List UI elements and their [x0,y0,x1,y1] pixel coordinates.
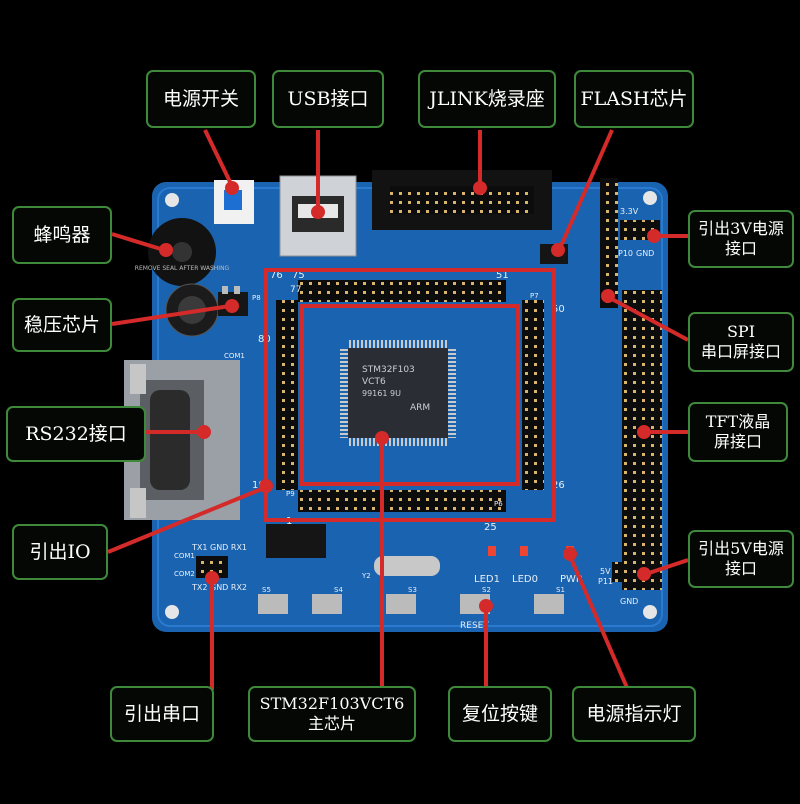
label-spi: SPI 串口屏接口 [688,312,794,372]
silk-reset: RESET [460,621,489,631]
silk-s3: S3 [408,586,417,594]
mcu-legs-left [340,348,348,438]
max-chip [266,524,326,558]
label-5v-power: 引出5V电源 接口 [688,530,794,588]
crystal [374,556,440,576]
buzzer-text: REMOVE SEAL AFTER WASHING [135,265,230,272]
label-3v-power: 引出3V电源 接口 [688,210,794,268]
chip-line2: VCT6 [362,377,386,387]
silk-p8: P8 [252,294,261,302]
mcu-legs-top [348,340,448,348]
label-reset: 复位按键 [448,686,552,742]
silk-s4: S4 [334,586,343,594]
label-buzzer: 蜂鸣器 [12,206,112,264]
silk-tx1: TX1 GND RX1 [191,543,247,552]
power-switch-knob [224,190,242,210]
label-tft: TFT液晶 屏接口 [688,402,788,462]
label-jlink: JLINK烧录座 [418,70,556,128]
silk-y2: Y2 [361,572,371,580]
mounting-hole [165,193,179,207]
silk-3v3: 3.3V [620,207,639,216]
silk-p10: P10 [618,249,633,258]
silk-com1-top: COM1 [224,352,245,360]
mounting-hole [643,191,657,205]
button-s1 [534,594,564,614]
silk-tx2: TX2 GND RX2 [191,583,247,592]
button-s4 [312,594,342,614]
label-rs232: RS232接口 [6,406,146,462]
button-s3 [386,594,416,614]
header-left [276,300,298,490]
silk-pin-77: 77 [290,285,301,295]
label-power-led: 电源指示灯 [572,686,696,742]
silk-s5: S5 [262,586,271,594]
header-right [522,300,544,490]
label-mcu: STM32F103VCT6 主芯片 [248,686,416,742]
silk-pin-25: 25 [484,522,497,533]
chip-brand: ARM [410,403,430,413]
highlight-io-frame [264,268,556,522]
mounting-hole [643,605,657,619]
label-power-switch: 电源开关 [146,70,256,128]
uart-header [196,556,228,578]
button-s5 [258,594,288,614]
silk-pin-75: 75 [292,270,305,281]
header-bottom [298,490,506,512]
silk-gnd-p10: GND [636,249,654,258]
silk-s1: S1 [556,586,565,594]
mcu-legs-right [448,348,456,438]
label-usb: USB接口 [272,70,384,128]
label-io: 引出IO [12,524,108,580]
silk-pin-76: 76 [270,270,283,281]
header-tft [622,290,662,590]
silk-p9: P9 [286,490,295,498]
silk-p6: P6 [494,500,503,508]
header-spi [600,178,618,308]
mcu-legs-bottom [348,438,448,446]
silk-pin-50: 50 [552,304,565,315]
mounting-hole [165,605,179,619]
silk-led0: LED0 [512,574,538,585]
silk-5v: 5V [600,567,611,576]
led-led0 [520,546,528,556]
mcu-chip [348,348,448,438]
label-uart: 引出串口 [110,686,214,742]
chip-line1: STM32F103 [362,365,415,375]
silk-gnd-p11: GND [620,597,638,606]
silk-com2: COM2 [174,570,195,578]
silk-s2: S2 [482,586,491,594]
label-flash: FLASH芯片 [574,70,694,128]
silk-p7: P7 [530,292,539,300]
silk-p11: P11 [598,577,613,586]
chip-line3: 99161 9U [362,389,401,398]
silk-pin-51: 51 [496,270,509,281]
silk-com1: COM1 [174,552,195,560]
header-top [298,280,506,302]
silk-pwr: PWR [560,574,583,585]
led-led1 [488,546,496,556]
silk-pin-26: 26 [552,480,565,491]
highlight-mcu-frame [300,304,520,486]
silk-led1: LED1 [474,574,500,585]
label-regulator: 稳压芯片 [12,298,112,352]
